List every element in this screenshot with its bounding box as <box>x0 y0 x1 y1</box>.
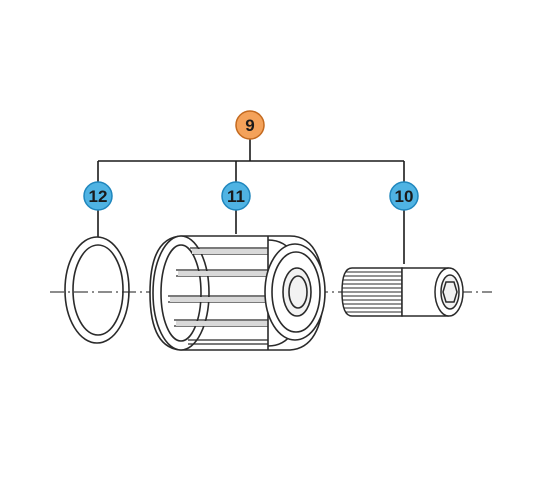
callout-9-label: 9 <box>245 116 254 135</box>
callout-10: 10 <box>389 181 419 211</box>
callout-9: 9 <box>235 110 265 140</box>
callout-11: 11 <box>221 181 251 211</box>
leader-lines <box>97 139 405 264</box>
freehub-body-icon <box>149 235 326 351</box>
callout-11-label: 11 <box>227 187 245 206</box>
spacer-ring-icon <box>64 236 130 344</box>
callout-10-label: 10 <box>395 187 414 206</box>
freehub-bolt-icon <box>341 267 464 317</box>
callout-12-label: 12 <box>89 187 108 206</box>
callout-12: 12 <box>83 181 113 211</box>
